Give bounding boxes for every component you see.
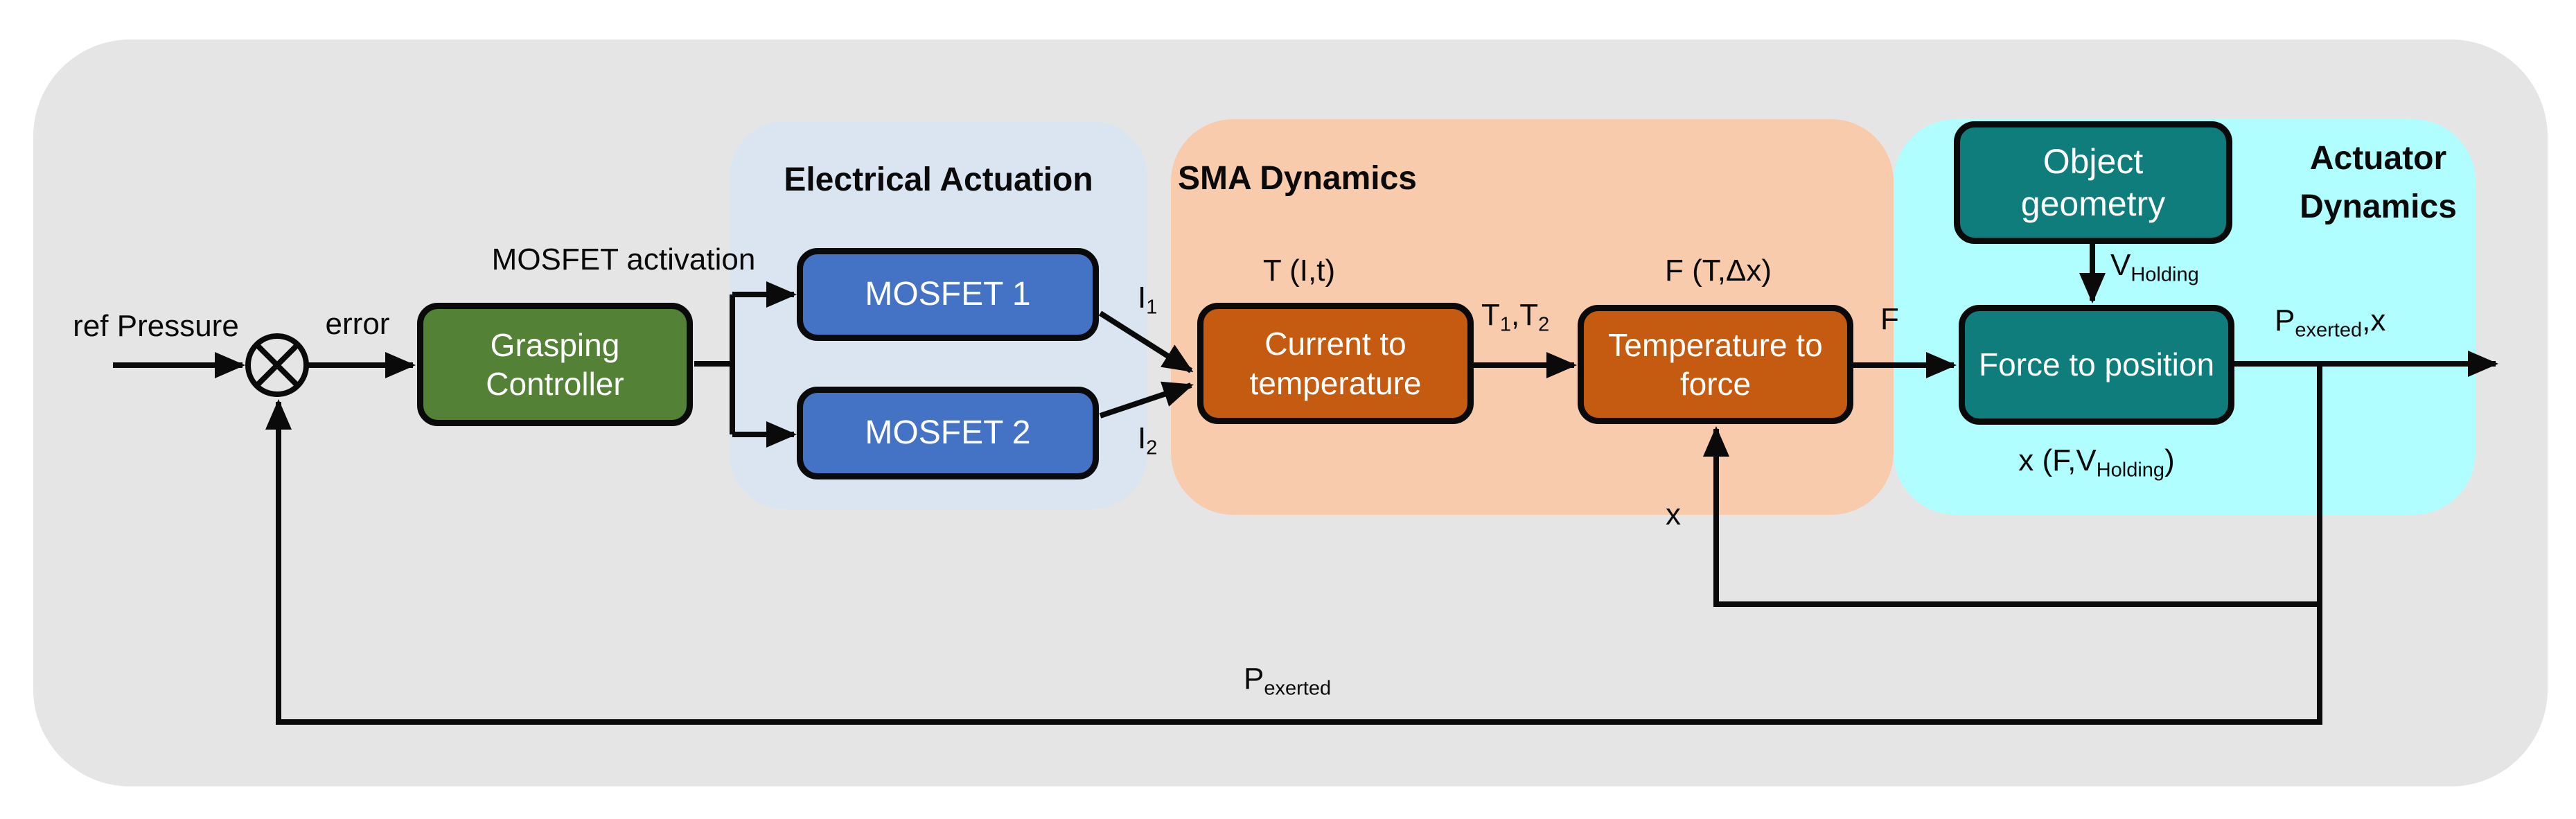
label-f: F <box>1880 302 1899 336</box>
label-p-exerted-x: Pexerted,x <box>2275 303 2386 342</box>
block-mosfet-1: MOSFET 1 <box>797 248 1099 341</box>
label-x-feedback: x <box>1666 497 1681 531</box>
wire-i2 <box>1099 381 1194 419</box>
label-ref-pressure: ref Pressure <box>73 309 239 343</box>
region-title-sma-dynamics: SMA Dynamics <box>1178 160 1417 197</box>
block-temperature-to-force: Temperature to force <box>1578 305 1853 424</box>
label-v-holding: VHolding <box>2110 248 2199 286</box>
label-i2: I2 <box>1138 421 1158 459</box>
block-grasping-controller: Grasping Controller <box>417 303 693 426</box>
block-current-to-temperature: Current to temperature <box>1197 303 1474 424</box>
block-object-geometry: Object geometry <box>1954 121 2232 244</box>
label-x-of-f-vholding: x (F,VHolding) <box>2018 443 2175 482</box>
label-f-of-t-dx: F (T,Δx) <box>1664 254 1772 288</box>
label-p-exerted: Pexerted <box>1244 662 1332 700</box>
label-t1-t2: T1,T2 <box>1481 298 1550 336</box>
block-force-to-position: Force to position <box>1959 305 2234 425</box>
region-title-actuator-dynamics: Actuator Dynamics <box>2300 140 2457 225</box>
label-mosfet-activation: MOSFET activation <box>491 243 756 276</box>
wire-x-feedback <box>1703 426 2320 607</box>
block-mosfet-2: MOSFET 2 <box>797 387 1099 479</box>
wire-pressure-feedback <box>265 364 2322 725</box>
region-title-electrical-actuation: Electrical Actuation <box>784 161 1093 198</box>
wire-i1 <box>1098 310 1194 373</box>
label-t-of-i-t: T (I,t) <box>1262 254 1336 288</box>
label-error: error <box>325 307 390 341</box>
label-i1: I1 <box>1138 281 1158 319</box>
summing-junction-cross <box>254 342 300 388</box>
